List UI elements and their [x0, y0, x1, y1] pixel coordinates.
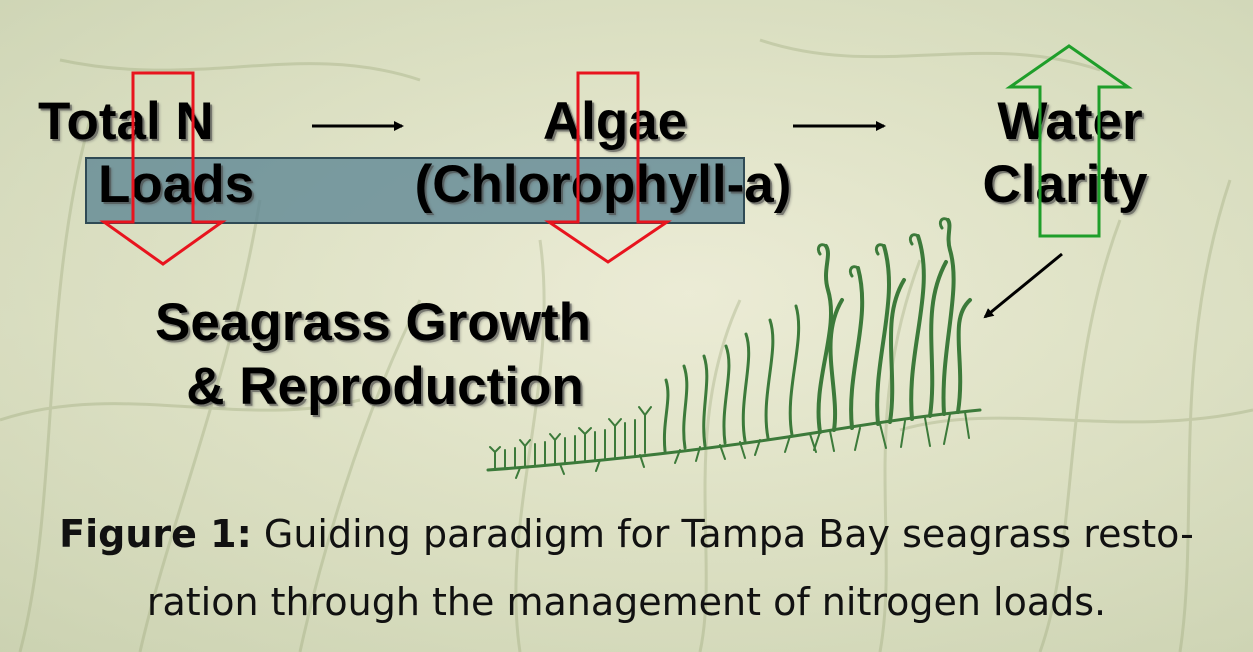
up-arrow-water-clarity [1005, 44, 1133, 238]
down-arrow-total-n [99, 71, 227, 266]
node-total-n-line2: Loads [98, 155, 255, 214]
node-total-n-line1: Total N [38, 92, 214, 151]
seagrass-plant-illustration [486, 217, 982, 479]
caption-line-2: ration through the management of nitroge… [20, 568, 1233, 636]
caption-text-1: Guiding paradigm for Tampa Bay seagrass … [263, 512, 1194, 556]
node-algae-line2: (Chlorophyll-a) [414, 155, 792, 214]
caption-text-2: ration through the management of nitroge… [146, 580, 1107, 624]
flow-arrow-3 [983, 252, 1063, 319]
caption-label: Figure 1: [59, 512, 252, 556]
node-water-line1: Water [997, 92, 1143, 151]
caption-line-1: Figure 1: Guiding paradigm for Tampa Bay… [20, 500, 1233, 568]
highlight-box [85, 157, 745, 224]
node-clarity-line2: Clarity [982, 155, 1148, 214]
node-seagrass-line1: Seagrass Growth [155, 293, 591, 352]
node-seagrass-line2: & Reproduction [186, 357, 584, 416]
node-algae-line1: Algae [542, 92, 688, 151]
down-arrow-algae [544, 71, 672, 264]
figure-caption: Figure 1: Guiding paradigm for Tampa Bay… [20, 500, 1233, 636]
